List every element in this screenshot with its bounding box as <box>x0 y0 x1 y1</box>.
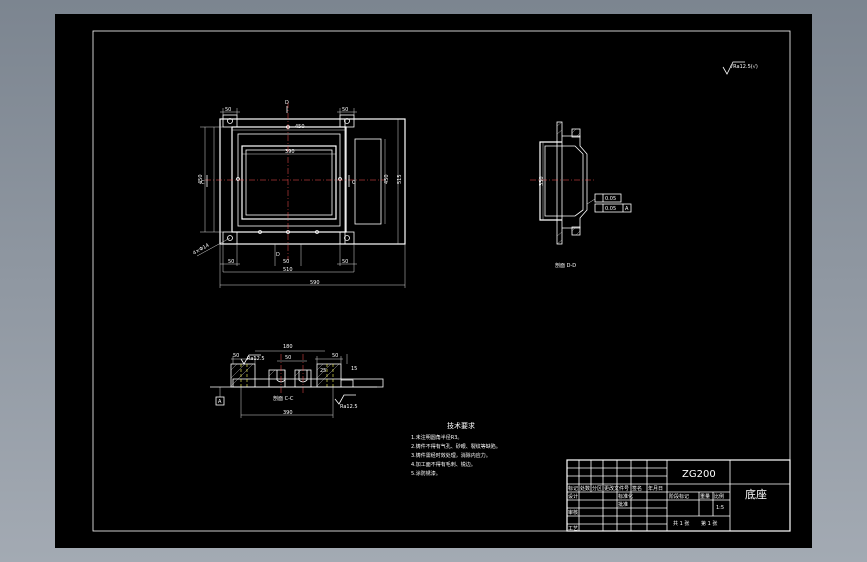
side-dim-height: 330 <box>539 176 545 186</box>
dim-right-inner-height: 450 <box>384 174 390 184</box>
tb-role-process: 工艺 <box>568 526 578 532</box>
tb-std: 标准化 <box>618 493 633 500</box>
tolerance-2: 0.05 <box>605 206 616 212</box>
drawing-canvas: √Ra12.5(√) D <box>92 30 791 532</box>
tech-req-item-2: 2.铸件不得有气孔、砂眼、裂纹等缺陷。 <box>411 443 501 450</box>
tech-req-item-3: 3.铸件需经时效处理，消除内应力。 <box>411 452 491 459</box>
plan-body <box>231 126 347 233</box>
tb-code: ZG200 <box>682 469 716 480</box>
tb-weight: 重量 <box>700 493 710 500</box>
tolerance-ref: A <box>625 206 629 212</box>
front-section-caption: 剖面 C-C <box>273 395 294 402</box>
tb-sheets-total: 共 1 张 <box>673 520 689 527</box>
tb-scale: 比例 <box>714 493 724 500</box>
tb-stage: 阶段标记 <box>669 493 689 500</box>
dim-bottom-right: 50 <box>342 259 348 265</box>
hole-callout: 4×Φ14 <box>192 243 210 257</box>
front-roughness-right: Ra12.5 <box>340 404 358 410</box>
front-dim-15: 15 <box>351 366 357 372</box>
front-dim-50-right: 50 <box>332 353 338 359</box>
dim-top-left: 50 <box>225 107 231 113</box>
drawing-border <box>92 30 791 532</box>
front-dim-180: 180 <box>283 344 293 350</box>
side-section-caption: 剖面 D-D <box>555 262 576 269</box>
tb-role-review: 审核 <box>568 509 578 516</box>
front-dim-50-mid: 50 <box>285 355 291 361</box>
tb-sheet-no: 第 1 张 <box>701 520 717 527</box>
front-dim-25: 25 <box>320 368 326 374</box>
tb-part-name: 底座 <box>745 487 767 501</box>
dim-right-outer-height: 515 <box>397 174 403 184</box>
tb-header-count: 处数 <box>580 485 590 492</box>
technical-requirements: 技术要求 1.未注明圆角半径R3。 2.铸件不得有气孔、砂眼、裂纹等缺陷。 3.… <box>411 421 501 477</box>
plan-opening <box>241 145 337 220</box>
plan-outer-plate <box>219 118 406 245</box>
roughness-note: √Ra12.5(√) <box>722 61 758 75</box>
tb-header-mark: 标记 <box>568 485 578 492</box>
plan-section-c-right: C <box>352 180 356 186</box>
front-section-view: 50 180 50 50 25 15 Ra12.5 Ra12.5 A 剖面 C-… <box>210 344 384 418</box>
front-datum: A <box>218 399 222 405</box>
tb-header-zone: 分区 <box>592 485 602 492</box>
front-roughness-left: Ra12.5 <box>247 356 265 362</box>
tb-approve: 批准 <box>618 501 628 508</box>
tech-req-item-4: 4.加工面不得有毛刺、锐边。 <box>411 461 476 468</box>
title-block: 标记 处数 分区 更改文件号 签名 年月日 设计 审核 工艺 标准化 批准 ZG… <box>566 459 791 532</box>
dim-bottom-left: 50 <box>228 259 234 265</box>
roughness-note-text: √Ra12.5(√) <box>730 64 758 70</box>
tb-header-docno: 更改文件号 <box>604 485 629 492</box>
tb-scale-value: 1:5 <box>716 505 724 511</box>
dim-top-right: 50 <box>342 107 348 113</box>
tech-req-item-1: 1.未注明圆角半径R3。 <box>411 434 462 441</box>
side-section-view: 330 0.05 0.05 A 剖面 D-D <box>530 121 632 269</box>
tech-req-title: 技术要求 <box>447 421 475 430</box>
tb-header-date: 年月日 <box>648 485 663 492</box>
dim-opening-width: 390 <box>285 149 295 155</box>
dim-width-outer: 590 <box>310 280 320 286</box>
plan-section-d-top: D <box>285 100 289 106</box>
plan-view: D D C C 50 50 450 390 450 450 515 50 <box>192 100 406 288</box>
tb-header-sign: 签名 <box>632 485 642 492</box>
front-dim-50-left: 50 <box>233 353 239 359</box>
front-dim-overall: 390 <box>283 410 293 416</box>
drawing-sheet: √Ra12.5(√) D <box>55 14 812 548</box>
tech-req-item-5: 5.涂防锈漆。 <box>411 470 441 477</box>
dim-bottom-center: 50 <box>283 259 289 265</box>
tolerance-1: 0.05 <box>605 196 616 202</box>
tb-role-design: 设计 <box>568 493 578 500</box>
plan-section-d-bottom: D <box>276 252 280 258</box>
dim-left-height: 450 <box>198 174 204 184</box>
dim-width-inner: 510 <box>283 267 293 273</box>
plan-section-c-left: C <box>201 180 205 186</box>
dim-inner-top: 450 <box>295 124 305 130</box>
